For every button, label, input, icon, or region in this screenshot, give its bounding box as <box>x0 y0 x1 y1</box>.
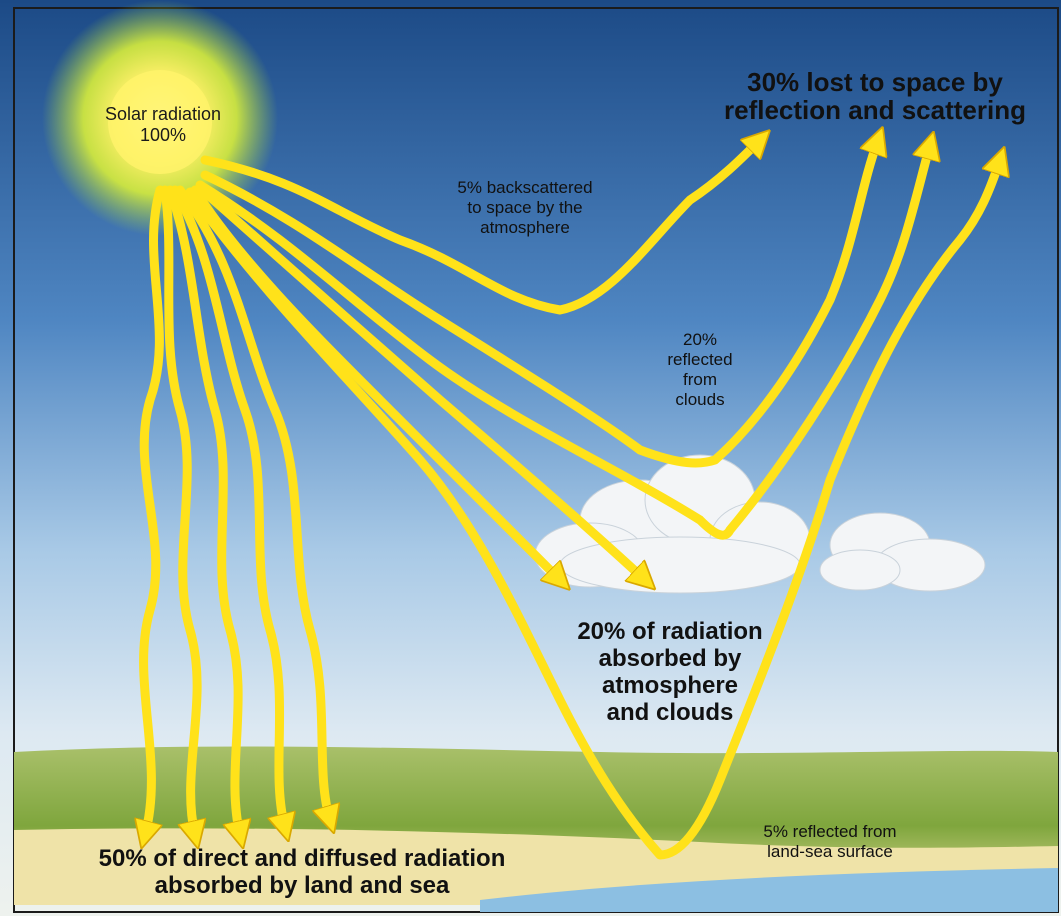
solar-radiation-label: Solar radiation 100% <box>104 104 222 145</box>
arrow-absorbed-cloud-2 <box>195 183 645 580</box>
arrow-to-land-5 <box>175 185 330 820</box>
arrow-cloud-reflect-2 <box>195 145 930 540</box>
absorbed-land-label: 50% of direct and diffused radiation abs… <box>98 845 506 899</box>
arrow-cloud-reflect-1 <box>200 140 878 468</box>
reflected-land-label: 5% reflected from land-sea surface <box>763 822 897 861</box>
sea-water <box>480 868 1058 912</box>
reflected-clouds-label: 20% reflected from clouds <box>667 330 733 409</box>
arrow-to-land-1 <box>144 185 165 835</box>
arrow-to-land-3 <box>165 185 240 835</box>
backscattered-label: 5% backscattered to space by the atmosph… <box>457 178 593 237</box>
sun-core <box>108 70 212 174</box>
arrow-to-land-2 <box>160 185 197 835</box>
cloud-small <box>819 512 986 592</box>
arrow-to-land-4 <box>170 185 285 828</box>
arrow-land-reflect <box>185 160 1000 860</box>
arrow-backscatter <box>200 140 760 315</box>
absorbed-atmosphere-label: 20% of radiation absorbed by atmosphere … <box>577 618 763 726</box>
lost-to-space-label: 30% lost to space by reflection and scat… <box>724 67 1026 125</box>
